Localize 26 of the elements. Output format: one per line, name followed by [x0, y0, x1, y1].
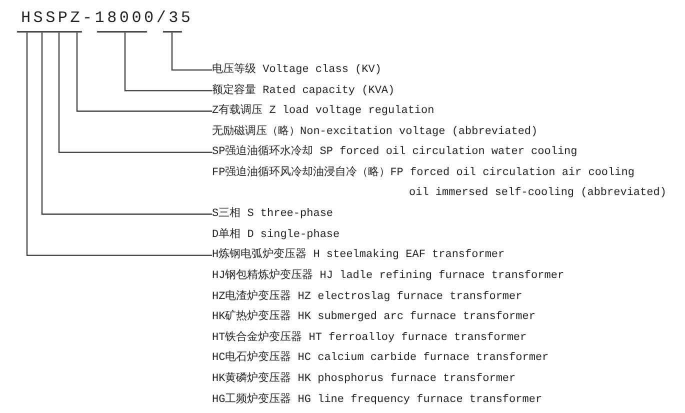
description-text: 电压等级 Voltage class (KV) — [212, 63, 382, 77]
description-text: H炼钢电弧炉变压器 H steelmaking EAF transformer — [212, 248, 505, 262]
description-text: Z有载调压 Z load voltage regulation — [212, 104, 434, 118]
model-code: HSSPZ-18000/35 — [21, 8, 194, 28]
description-text: D单相 D single-phase — [212, 228, 340, 242]
description-text: HZ电渣炉变压器 HZ electroslag furnace transformer — [212, 290, 522, 304]
description-text: 无励磁调压（略）Non-excitation voltage (abbreviated) — [212, 124, 538, 139]
underline-bar — [97, 31, 147, 33]
leader-line — [26, 32, 212, 256]
description-text: HK矿热炉变压器 HK submerged arc furnace transformer — [212, 310, 536, 324]
leader-line — [41, 32, 212, 215]
leader-line — [76, 32, 212, 112]
leader-line — [58, 32, 212, 154]
description-text: HT铁合金炉变压器 HT ferroalloy furnace transformer — [212, 330, 527, 345]
description-text: HJ钢包精炼炉变压器 HJ ladle refining furnace transformer — [212, 269, 564, 283]
description-text: HC电石炉变压器 HC calcium carbide furnace transformer — [212, 351, 549, 366]
description-text: SP强迫油循环水冷却 SP forced oil circulation water cooling — [212, 145, 578, 160]
leader-line — [171, 32, 212, 71]
description-text: S三相 S three-phase — [212, 207, 334, 222]
description-text: HK黄磷炉变压器 HK phosphorus furnace transformer — [212, 372, 516, 386]
leader-line — [124, 32, 212, 92]
underline-bar — [17, 31, 82, 33]
description-text: HG工频炉变压器 HG line frequency furnace transformer — [212, 392, 542, 407]
description-text: FP强迫油循环风冷却油浸自冷（略）FP forced oil circulation air cooling oil immersed self-cooling (abbreviated) — [212, 165, 666, 202]
description-text: 额定容量 Rated capacity (KVA) — [212, 84, 395, 98]
underline-bar — [163, 31, 182, 33]
